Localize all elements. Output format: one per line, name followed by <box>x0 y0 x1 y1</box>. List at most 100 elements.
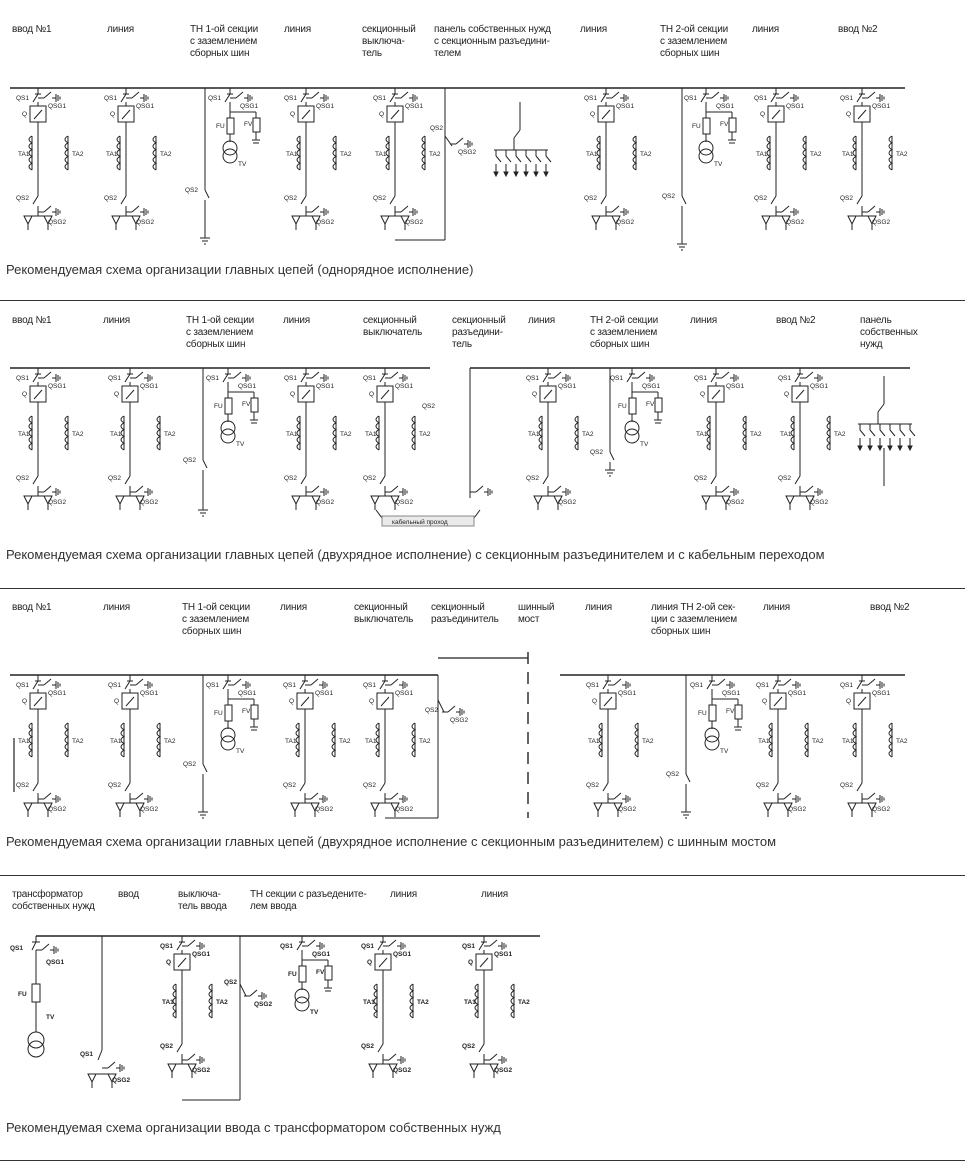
disconnector-blade-qs1 <box>224 93 231 103</box>
outgoing-arrow <box>493 171 499 178</box>
current-transformer-ta2 <box>574 415 580 451</box>
earthing-switch-blade <box>867 678 876 686</box>
device-label: QS2 <box>526 475 539 482</box>
disconnector-blade-qs2 <box>478 1043 485 1053</box>
earthing-switch-blade <box>41 943 50 951</box>
circuit-breaker-blade <box>301 109 311 120</box>
device-label: TA2 <box>160 151 172 158</box>
cable-termination <box>135 802 145 813</box>
fuse-switch <box>495 155 502 163</box>
disconnector-blade-qs2 <box>772 782 779 792</box>
cell-label: линия <box>585 602 612 613</box>
earthing-switch-blade <box>390 485 399 493</box>
cable-termination <box>23 495 33 506</box>
device-label: TA2 <box>340 431 352 438</box>
cable-passage-label: кабельный проход <box>392 518 448 526</box>
cable-termination <box>291 495 301 506</box>
disconnector-blade-qs2 <box>856 195 863 205</box>
device-label: TA1 <box>110 431 122 438</box>
device-label: QSG2 <box>616 219 634 226</box>
device-label: QS1 <box>80 1051 93 1058</box>
device-label: QS1 <box>526 375 539 382</box>
device-label: TA1 <box>528 431 540 438</box>
cable-termination <box>135 495 145 506</box>
cell-label: секционный выключатель <box>363 315 423 338</box>
device-label: QS1 <box>160 943 173 950</box>
device-label: TA1 <box>365 738 377 745</box>
cell-label: ввод №2 <box>870 602 910 613</box>
device-label: QSG1 <box>405 103 423 110</box>
device-label: Q <box>784 391 789 398</box>
current-transformer-ta1 <box>474 983 480 1019</box>
cable-termination <box>805 495 815 506</box>
device-label: Q <box>114 698 119 705</box>
device-label: Q <box>468 959 473 966</box>
cable-termination <box>847 802 857 813</box>
device-label: QSG1 <box>872 103 890 110</box>
circuit-breaker-blade <box>380 389 390 400</box>
device-label: QSG2 <box>872 806 890 813</box>
cell-label: ввод №2 <box>838 24 878 35</box>
device-label: FU <box>618 403 627 410</box>
earthing-switch-blade <box>135 485 144 493</box>
device-label: TA2 <box>164 431 176 438</box>
earthing-switch-blade <box>783 792 792 800</box>
device-label: QS2 <box>363 782 376 789</box>
current-transformer-ta1 <box>852 722 858 758</box>
fuse-switch <box>859 429 866 437</box>
current-transformer-ta1 <box>790 415 796 451</box>
circuit-breaker-blade <box>543 389 553 400</box>
cable-termination <box>613 802 623 813</box>
earthing-switch-blade <box>388 1053 397 1061</box>
cell-label: секционный выключатель <box>354 602 414 625</box>
device-label: TV <box>640 441 649 448</box>
earthing-switch-blade <box>310 792 319 800</box>
device-label: TA1 <box>842 738 854 745</box>
device-label: QSG1 <box>618 690 636 697</box>
section-divider <box>0 588 965 589</box>
circuit-breaker-blade <box>390 109 400 120</box>
device-label: QSG2 <box>254 1001 272 1008</box>
device-label: Q <box>289 698 294 705</box>
earthing-switch-blade <box>233 678 242 686</box>
cell-label: ТН 1-ой секции с заземлением сборных шин <box>182 602 250 637</box>
device-label: TV <box>720 748 729 755</box>
device-label: QSG2 <box>140 806 158 813</box>
circuit-breaker-blade <box>601 109 611 120</box>
voltage-transformer-tv <box>220 727 236 743</box>
disconnector-blade <box>239 983 247 997</box>
cable-termination <box>370 802 380 813</box>
earthing-switch-blade <box>249 989 258 997</box>
circuit-breaker-blade <box>125 389 135 400</box>
cable-termination <box>43 802 53 813</box>
device-label: QS1 <box>756 682 769 689</box>
current-transformer-ta1 <box>28 135 34 171</box>
device-label: Q <box>22 111 27 118</box>
device-label: TA1 <box>286 151 298 158</box>
cable-termination <box>489 1063 499 1074</box>
disconnector-blade-qs2 <box>32 195 39 205</box>
voltage-transformer-tv <box>220 420 236 436</box>
circuit-breaker-blade <box>301 389 311 400</box>
earthing-switch-blade <box>805 485 814 493</box>
disconnector-blade-qs2 <box>176 1043 183 1053</box>
device-label: TA2 <box>810 151 822 158</box>
disconnector-blade-qs1 <box>379 373 386 383</box>
device-label: QS2 <box>590 449 603 456</box>
device-label: QSG1 <box>722 690 740 697</box>
device-label: QSG2 <box>136 219 154 226</box>
earthing-switch-blade <box>721 371 730 379</box>
device-label: QS2 <box>224 979 237 986</box>
device-label: QS2 <box>425 707 438 714</box>
device-label: TA1 <box>696 431 708 438</box>
cable-termination <box>43 495 53 506</box>
disconnector-blade-qs1 <box>770 93 777 103</box>
cell-label: секционный выключа- тель <box>362 24 416 59</box>
device-label: QSG2 <box>48 499 66 506</box>
device-label: QS1 <box>363 375 376 382</box>
device-label: QS2 <box>183 761 196 768</box>
disconnector-blade-qs1 <box>377 941 384 951</box>
device-label: QSG1 <box>48 103 66 110</box>
cable-termination <box>115 495 125 506</box>
